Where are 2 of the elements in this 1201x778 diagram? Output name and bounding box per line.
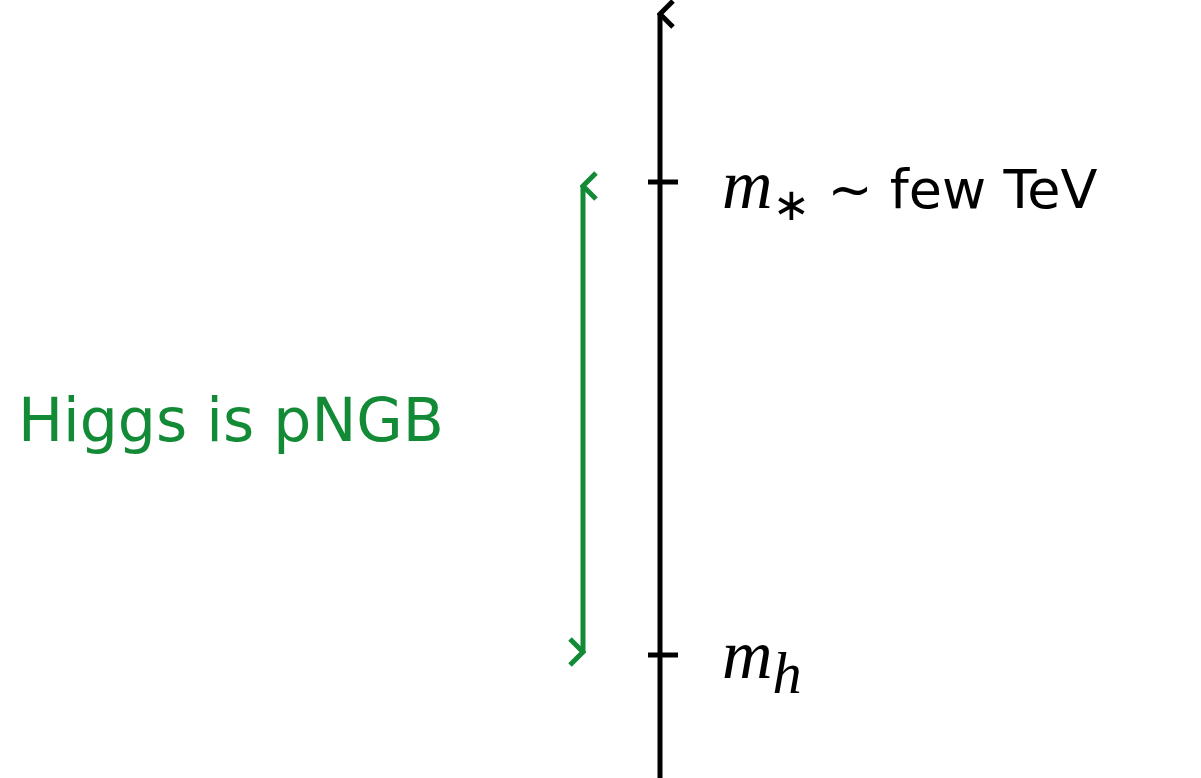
scale-label: m$_{h}$ [722, 620, 802, 704]
scale-label: m$_{∗}$ ∼ few TeV [722, 150, 1098, 227]
